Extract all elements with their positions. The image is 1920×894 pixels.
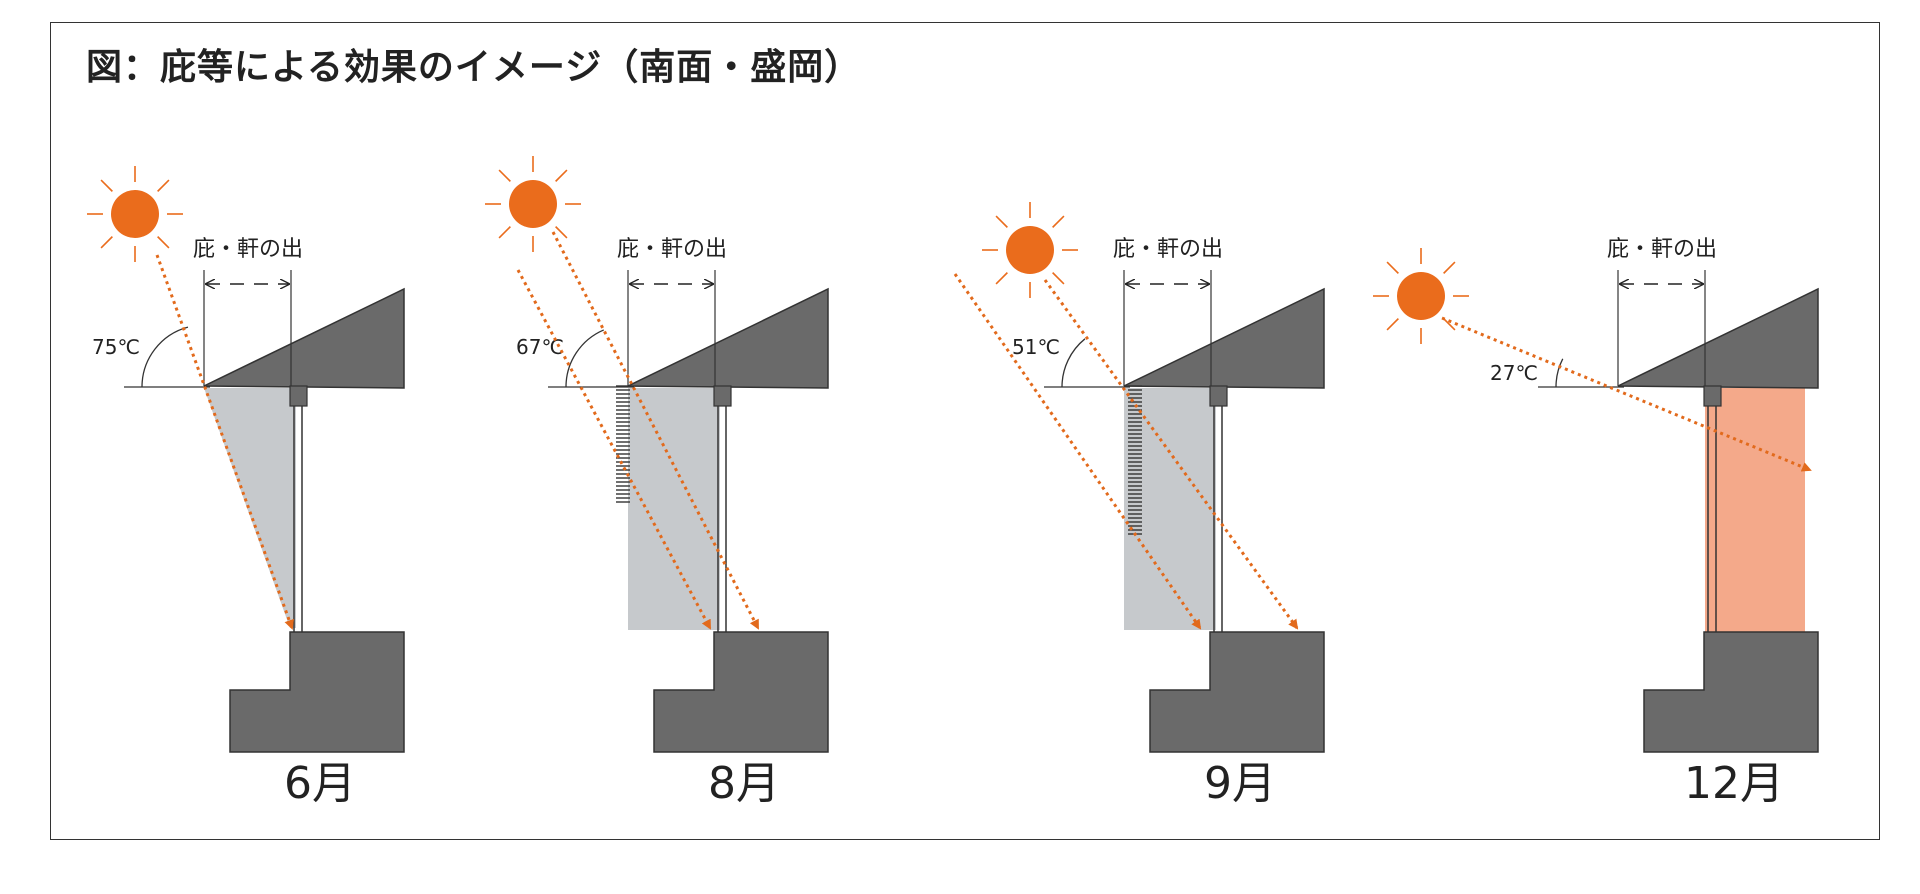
panel-4: 27℃ 庇・軒の出 12月 <box>1373 237 1819 809</box>
sunlight-ray <box>551 231 760 630</box>
shadow-area <box>204 388 296 628</box>
panel-3: 51℃ 庇・軒の出 9月 <box>953 202 1325 809</box>
sun-angle-arc <box>565 329 605 388</box>
sunlight-ray <box>1043 279 1299 630</box>
eave-roof <box>1123 287 1325 389</box>
sun-angle-arc <box>141 326 189 388</box>
eave-beam <box>289 385 308 407</box>
sunlight-ray <box>516 269 712 630</box>
sun-angle-label: 51℃ <box>1012 335 1060 359</box>
sun-icon <box>485 156 581 252</box>
sunlight-ray <box>1441 316 1812 472</box>
shadow-area <box>1124 388 1216 630</box>
month-label: 8月 <box>708 758 780 809</box>
floor-foundation <box>1643 631 1819 753</box>
sun-icon <box>982 202 1078 298</box>
shadow-area <box>628 388 720 630</box>
month-label: 6月 <box>284 758 356 809</box>
sun-icon <box>1373 248 1469 344</box>
eave-roof <box>627 287 829 389</box>
panel-1: 75℃ 庇・軒の出 6月 <box>87 166 405 809</box>
sun-angle-arc <box>1061 338 1086 388</box>
eave-label: 庇・軒の出 <box>1113 237 1223 262</box>
sun-icon <box>87 166 183 262</box>
month-label: 12月 <box>1684 758 1784 809</box>
sun-angle-label: 27℃ <box>1490 361 1538 385</box>
eave-label: 庇・軒の出 <box>193 237 303 262</box>
figure-frame <box>50 22 1880 840</box>
figure-title: 図：庇等による効果のイメージ（南面・盛岡） <box>86 47 862 88</box>
sun-angle-label: 67℃ <box>516 335 564 359</box>
sun-angle-label: 75℃ <box>92 335 140 359</box>
eave-label: 庇・軒の出 <box>1607 237 1717 262</box>
floor-foundation <box>1149 631 1325 753</box>
eave-beam <box>713 385 732 407</box>
floor-foundation <box>653 631 829 753</box>
sunlight-ray <box>953 273 1202 630</box>
sun-angle-arc <box>1555 358 1564 388</box>
eave-label: 庇・軒の出 <box>617 237 727 262</box>
panel-2: 67℃ 庇・軒の出 8月 <box>485 156 829 809</box>
sunlight-ray <box>155 254 294 630</box>
eave-beam <box>1703 385 1722 407</box>
month-label: 9月 <box>1204 758 1276 809</box>
eave-roof <box>203 287 405 389</box>
floor-foundation <box>229 631 405 753</box>
eave-roof <box>1617 287 1819 389</box>
eave-beam <box>1209 385 1228 407</box>
sunlit-room-area <box>1705 388 1805 636</box>
